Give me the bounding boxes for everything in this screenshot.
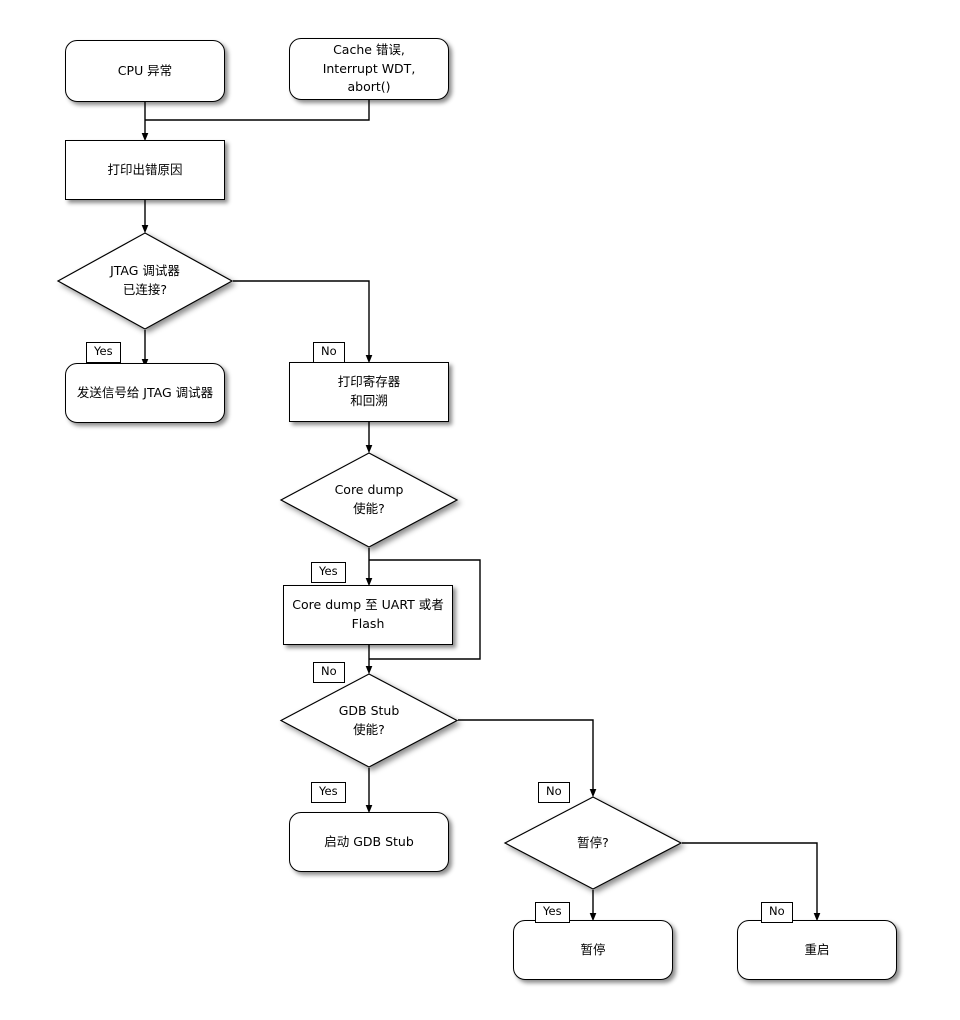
node-cache-error-label: Cache 错误, Interrupt WDT, abort()	[322, 41, 416, 95]
node-jtag-connected-label: JTAG 调试器 已连接?	[110, 263, 180, 297]
edge-label-gdbstub-no: No	[538, 782, 570, 803]
node-print-reason[interactable]: 打印出错原因	[65, 140, 225, 200]
node-halt-label: 暂停	[580, 941, 606, 957]
node-signal-jtag-label: 发送信号给 JTAG 调试器	[76, 384, 214, 400]
node-print-registers-label: 打印寄存器 和回溯	[337, 374, 401, 408]
node-halt-decision[interactable]: 暂停?	[503, 796, 683, 890]
edge-label-gdbstub-yes: Yes	[311, 782, 346, 803]
node-cpu-exception-label: CPU 异常	[117, 62, 173, 78]
node-halt-decision-label: 暂停?	[577, 834, 609, 850]
node-cache-error[interactable]: Cache 错误, Interrupt WDT, abort()	[289, 38, 449, 100]
node-coredump-enabled[interactable]: Core dump 使能?	[279, 452, 459, 548]
node-coredump-enabled-label: Core dump 使能?	[334, 482, 404, 516]
node-print-registers[interactable]: 打印寄存器 和回溯	[289, 362, 449, 422]
node-halt[interactable]: 暂停	[513, 920, 673, 980]
node-signal-jtag[interactable]: 发送信号给 JTAG 调试器	[65, 363, 225, 423]
edge-label-jtag-yes: Yes	[86, 342, 121, 363]
node-start-gdbstub-label: 启动 GDB Stub	[324, 833, 414, 849]
edge-gdbstub-no	[458, 719, 597, 798]
node-start-gdbstub[interactable]: 启动 GDB Stub	[289, 812, 449, 872]
node-coredump-write-label: Core dump 至 UART 或者 Flash	[292, 597, 444, 631]
node-cpu-exception[interactable]: CPU 异常	[65, 40, 225, 102]
edge-halt-no	[682, 842, 821, 922]
edge-label-halt-yes: Yes	[535, 902, 570, 923]
edge-cache-to-trunk	[145, 100, 370, 121]
edge-label-coredump-yes: Yes	[311, 562, 346, 583]
node-gdbstub-enabled[interactable]: GDB Stub 使能?	[279, 673, 459, 768]
node-print-reason-label: 打印出错原因	[107, 161, 183, 177]
node-gdbstub-enabled-label: GDB Stub 使能?	[338, 702, 400, 737]
edge-label-jtag-no: No	[313, 342, 345, 363]
edge-label-halt-no: No	[761, 902, 793, 923]
node-coredump-write[interactable]: Core dump 至 UART 或者 Flash	[283, 585, 453, 645]
node-reboot-label: 重启	[804, 941, 830, 957]
node-jtag-connected[interactable]: JTAG 调试器 已连接?	[56, 232, 234, 330]
edge-jtag-no	[233, 280, 373, 364]
edge-label-coredump-no: No	[313, 662, 345, 683]
node-reboot[interactable]: 重启	[737, 920, 897, 980]
